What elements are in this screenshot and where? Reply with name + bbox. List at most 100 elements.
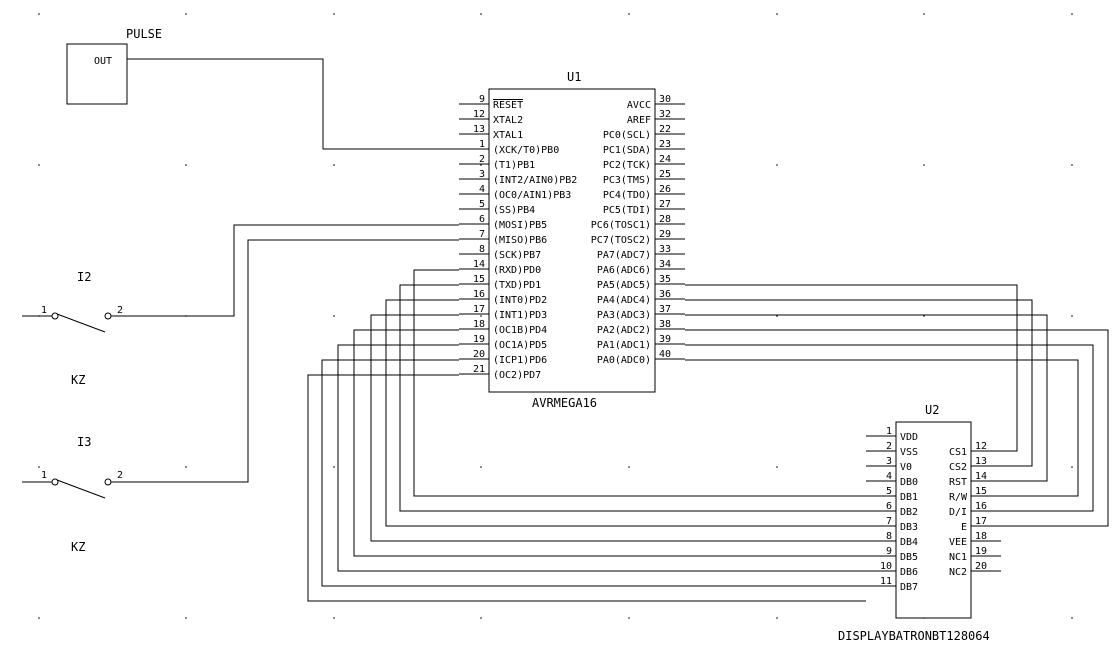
u1-pin-number: 35 (659, 274, 671, 285)
grid-dot (185, 466, 187, 468)
u1-pin-label-pa6-adc6: PA6(ADC6) (597, 265, 651, 276)
u2-right-pins: 12CS113CS214RST15R/W16D/I17E18VEE19NC120… (949, 441, 1001, 578)
grid-dot (38, 164, 40, 166)
u2-pin-number: 2 (886, 441, 892, 452)
u1-pin-5[interactable]: 5(SS)PB4 (459, 199, 535, 216)
u2-pin-label-db3: DB3 (900, 522, 918, 533)
grid-dot (923, 315, 925, 317)
u1-pin-1[interactable]: 1 (XCK/T0)PB0 (459, 139, 559, 156)
u1-pin-19[interactable]: 19(OC1A)PD5 (459, 334, 547, 351)
u2-pin-number: 10 (880, 561, 892, 572)
grid-dot (1071, 617, 1073, 619)
grid-dot (1071, 315, 1073, 317)
u2-pin-number: 6 (886, 501, 892, 512)
u1-pin-label-pc7-tosc2: PC7(TOSC2) (591, 235, 651, 246)
u2-pin-16[interactable]: 16D/I (949, 501, 1001, 518)
u2-pin-15[interactable]: 15R/W (949, 486, 1001, 503)
u1-pin-7[interactable]: 7(MISO)PB6 (459, 229, 547, 246)
u1-pin-8[interactable]: 8(SCK)PB7 (459, 244, 541, 261)
grid-dot (628, 13, 630, 15)
u2-pin-number: 17 (975, 516, 987, 527)
pulse-source[interactable]: PULSE OUT (66, 27, 162, 105)
wire (321, 359, 866, 587)
u1-right-pins: 30AVCC32AREF22PC0(SCL)23PC1(SDA)24PC2(TC… (591, 94, 685, 366)
u1-pin-16[interactable]: 16(INT0)PD2 (459, 289, 547, 306)
u1-pin-label-pc5-tdi: PC5(TDI) (603, 205, 651, 216)
u1-pin-4[interactable]: 4(OC0/AIN1)PB3 (459, 184, 571, 201)
u2-pin-17[interactable]: 17E (961, 516, 1001, 533)
u2-pin-number: 20 (975, 561, 987, 572)
u1-pin-label-pc4-tdo: PC4(TDO) (603, 190, 651, 201)
u1-pin-20[interactable]: 20(ICP1)PD6 (459, 349, 547, 366)
u1-pin-18[interactable]: 18(OC1B)PD4 (459, 319, 547, 336)
switch-i2-type: KZ (71, 373, 85, 387)
u2-pin-label-nc2: NC2 (949, 567, 967, 578)
u1-pin-15[interactable]: 15(TXD)PD1 (459, 274, 541, 291)
u1-pin-2[interactable]: 2(T1)PB1 (459, 154, 535, 171)
u1-pin-label-pa2-adc2: PA2(ADC2) (597, 325, 651, 336)
u1-pin-21[interactable]: 21(OC2)PD7 (459, 364, 541, 381)
switch-i3[interactable]: I3 1 2 KZ (22, 435, 123, 554)
switch-i3-blade (56, 479, 106, 499)
u1-pin-3[interactable]: 3(INT2/AIN0)PB2 (459, 169, 577, 186)
u2-pin-label-db7: DB7 (900, 582, 918, 593)
u1-pin-17[interactable]: 17(INT1)PD3 (459, 304, 547, 321)
grid-dot (1071, 164, 1073, 166)
u2-pin-label-vdd: VDD (900, 432, 918, 443)
switch-i2[interactable]: I2 1 2 KZ (22, 270, 123, 387)
u1-pin-14[interactable]: 14(RXD)PD0 (459, 259, 541, 276)
grid-dot (628, 617, 630, 619)
u2-pin-number: 16 (975, 501, 987, 512)
u2-pin-number: 15 (975, 486, 987, 497)
grid-dot (333, 315, 335, 317)
u2-pin-number: 9 (886, 546, 892, 557)
u1-component[interactable]: U1 AVRMEGA16 9RESET12XTAL213XTAL11(XCK/T… (459, 70, 685, 410)
switch-i3-pin1: 1 (41, 470, 47, 481)
u1-pin-6[interactable]: 6(MOSI)PB5 (459, 214, 547, 231)
u2-pin-3[interactable]: 3V0 (866, 456, 912, 473)
u2-pin-label-db2: DB2 (900, 507, 918, 518)
u1-pin-label-xck-t0-pb0: (XCK/T0)PB0 (493, 145, 559, 156)
wires (111, 58, 1109, 602)
u1-pin-number: 1 (479, 139, 485, 150)
u2-component[interactable]: U2 DISPLAYBATRONBT128064 1VDD2VSS3V04DB0… (838, 403, 1001, 643)
